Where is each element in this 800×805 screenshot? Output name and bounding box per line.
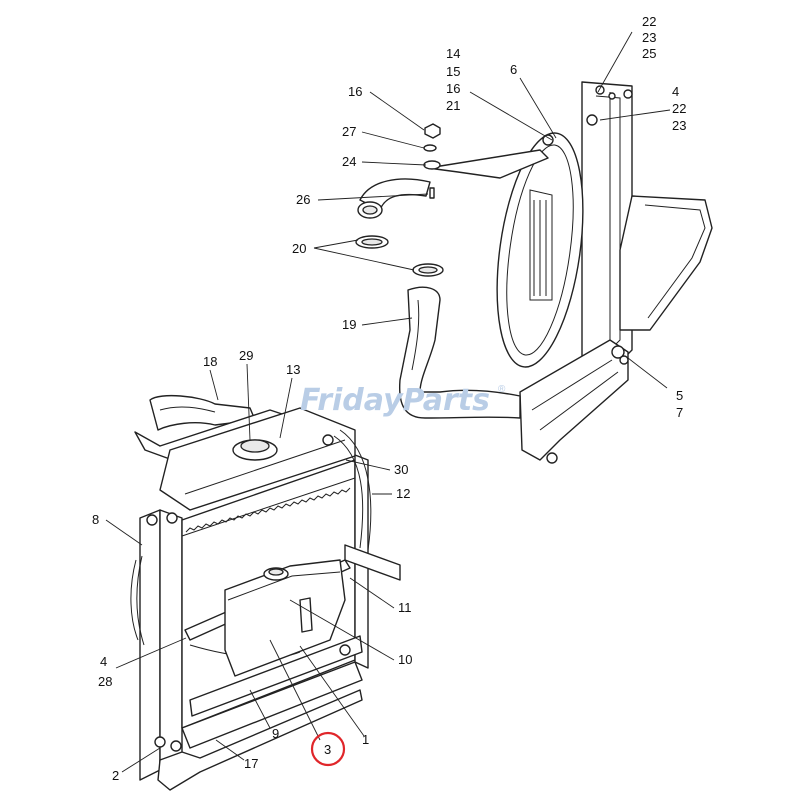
watermark: FridayParts ®: [300, 383, 506, 418]
callout-16-stack: 16: [446, 81, 460, 96]
callout-labels: 22 23 25 14 15 16 21 6 4 22 23 16 27 24 …: [92, 14, 686, 783]
watermark-registered-mark: ®: [498, 384, 506, 395]
hose-clamps: [355, 235, 444, 277]
callout-18: 18: [203, 354, 217, 369]
callout-7: 7: [676, 405, 683, 420]
callout-23-top: 23: [642, 30, 656, 45]
callout-27: 27: [342, 124, 356, 139]
callout-23-right: 23: [672, 118, 686, 133]
callout-26: 26: [296, 192, 310, 207]
highlight-circle: [310, 731, 346, 767]
callout-29: 29: [239, 348, 253, 363]
callout-5: 5: [676, 388, 683, 403]
callout-4-top: 4: [672, 84, 679, 99]
callout-22-top: 22: [642, 14, 656, 29]
callout-28: 28: [98, 674, 112, 689]
watermark-text: FridayParts: [300, 383, 490, 418]
callout-21: 21: [446, 98, 460, 113]
callout-8: 8: [92, 512, 99, 527]
callout-25: 25: [642, 46, 656, 61]
coolant-reservoir: [224, 559, 346, 677]
callout-16: 16: [348, 84, 362, 99]
callout-17: 17: [244, 756, 258, 771]
fan-shroud-assembly: [496, 81, 713, 464]
callout-22-right: 22: [672, 101, 686, 116]
callout-9: 9: [272, 726, 279, 741]
callout-20: 20: [292, 241, 306, 256]
lower-hose: [398, 286, 521, 419]
callout-15: 15: [446, 64, 460, 79]
callout-6: 6: [510, 62, 517, 77]
callout-3: 3: [324, 742, 331, 757]
callout-30: 30: [394, 462, 408, 477]
radiator-assembly: [130, 395, 372, 791]
callout-10: 10: [398, 652, 412, 667]
callout-11: 11: [398, 600, 412, 615]
callout-1: 1: [362, 732, 369, 747]
callout-14: 14: [446, 46, 460, 61]
callout-19: 19: [342, 317, 356, 332]
callout-12: 12: [396, 486, 410, 501]
callout-24: 24: [342, 154, 356, 169]
upper-hose-and-bracket: [357, 123, 549, 219]
callout-2: 2: [112, 768, 119, 783]
callout-4-left: 4: [100, 654, 107, 669]
leader-lines: [105, 31, 671, 773]
callout-13: 13: [286, 362, 300, 377]
